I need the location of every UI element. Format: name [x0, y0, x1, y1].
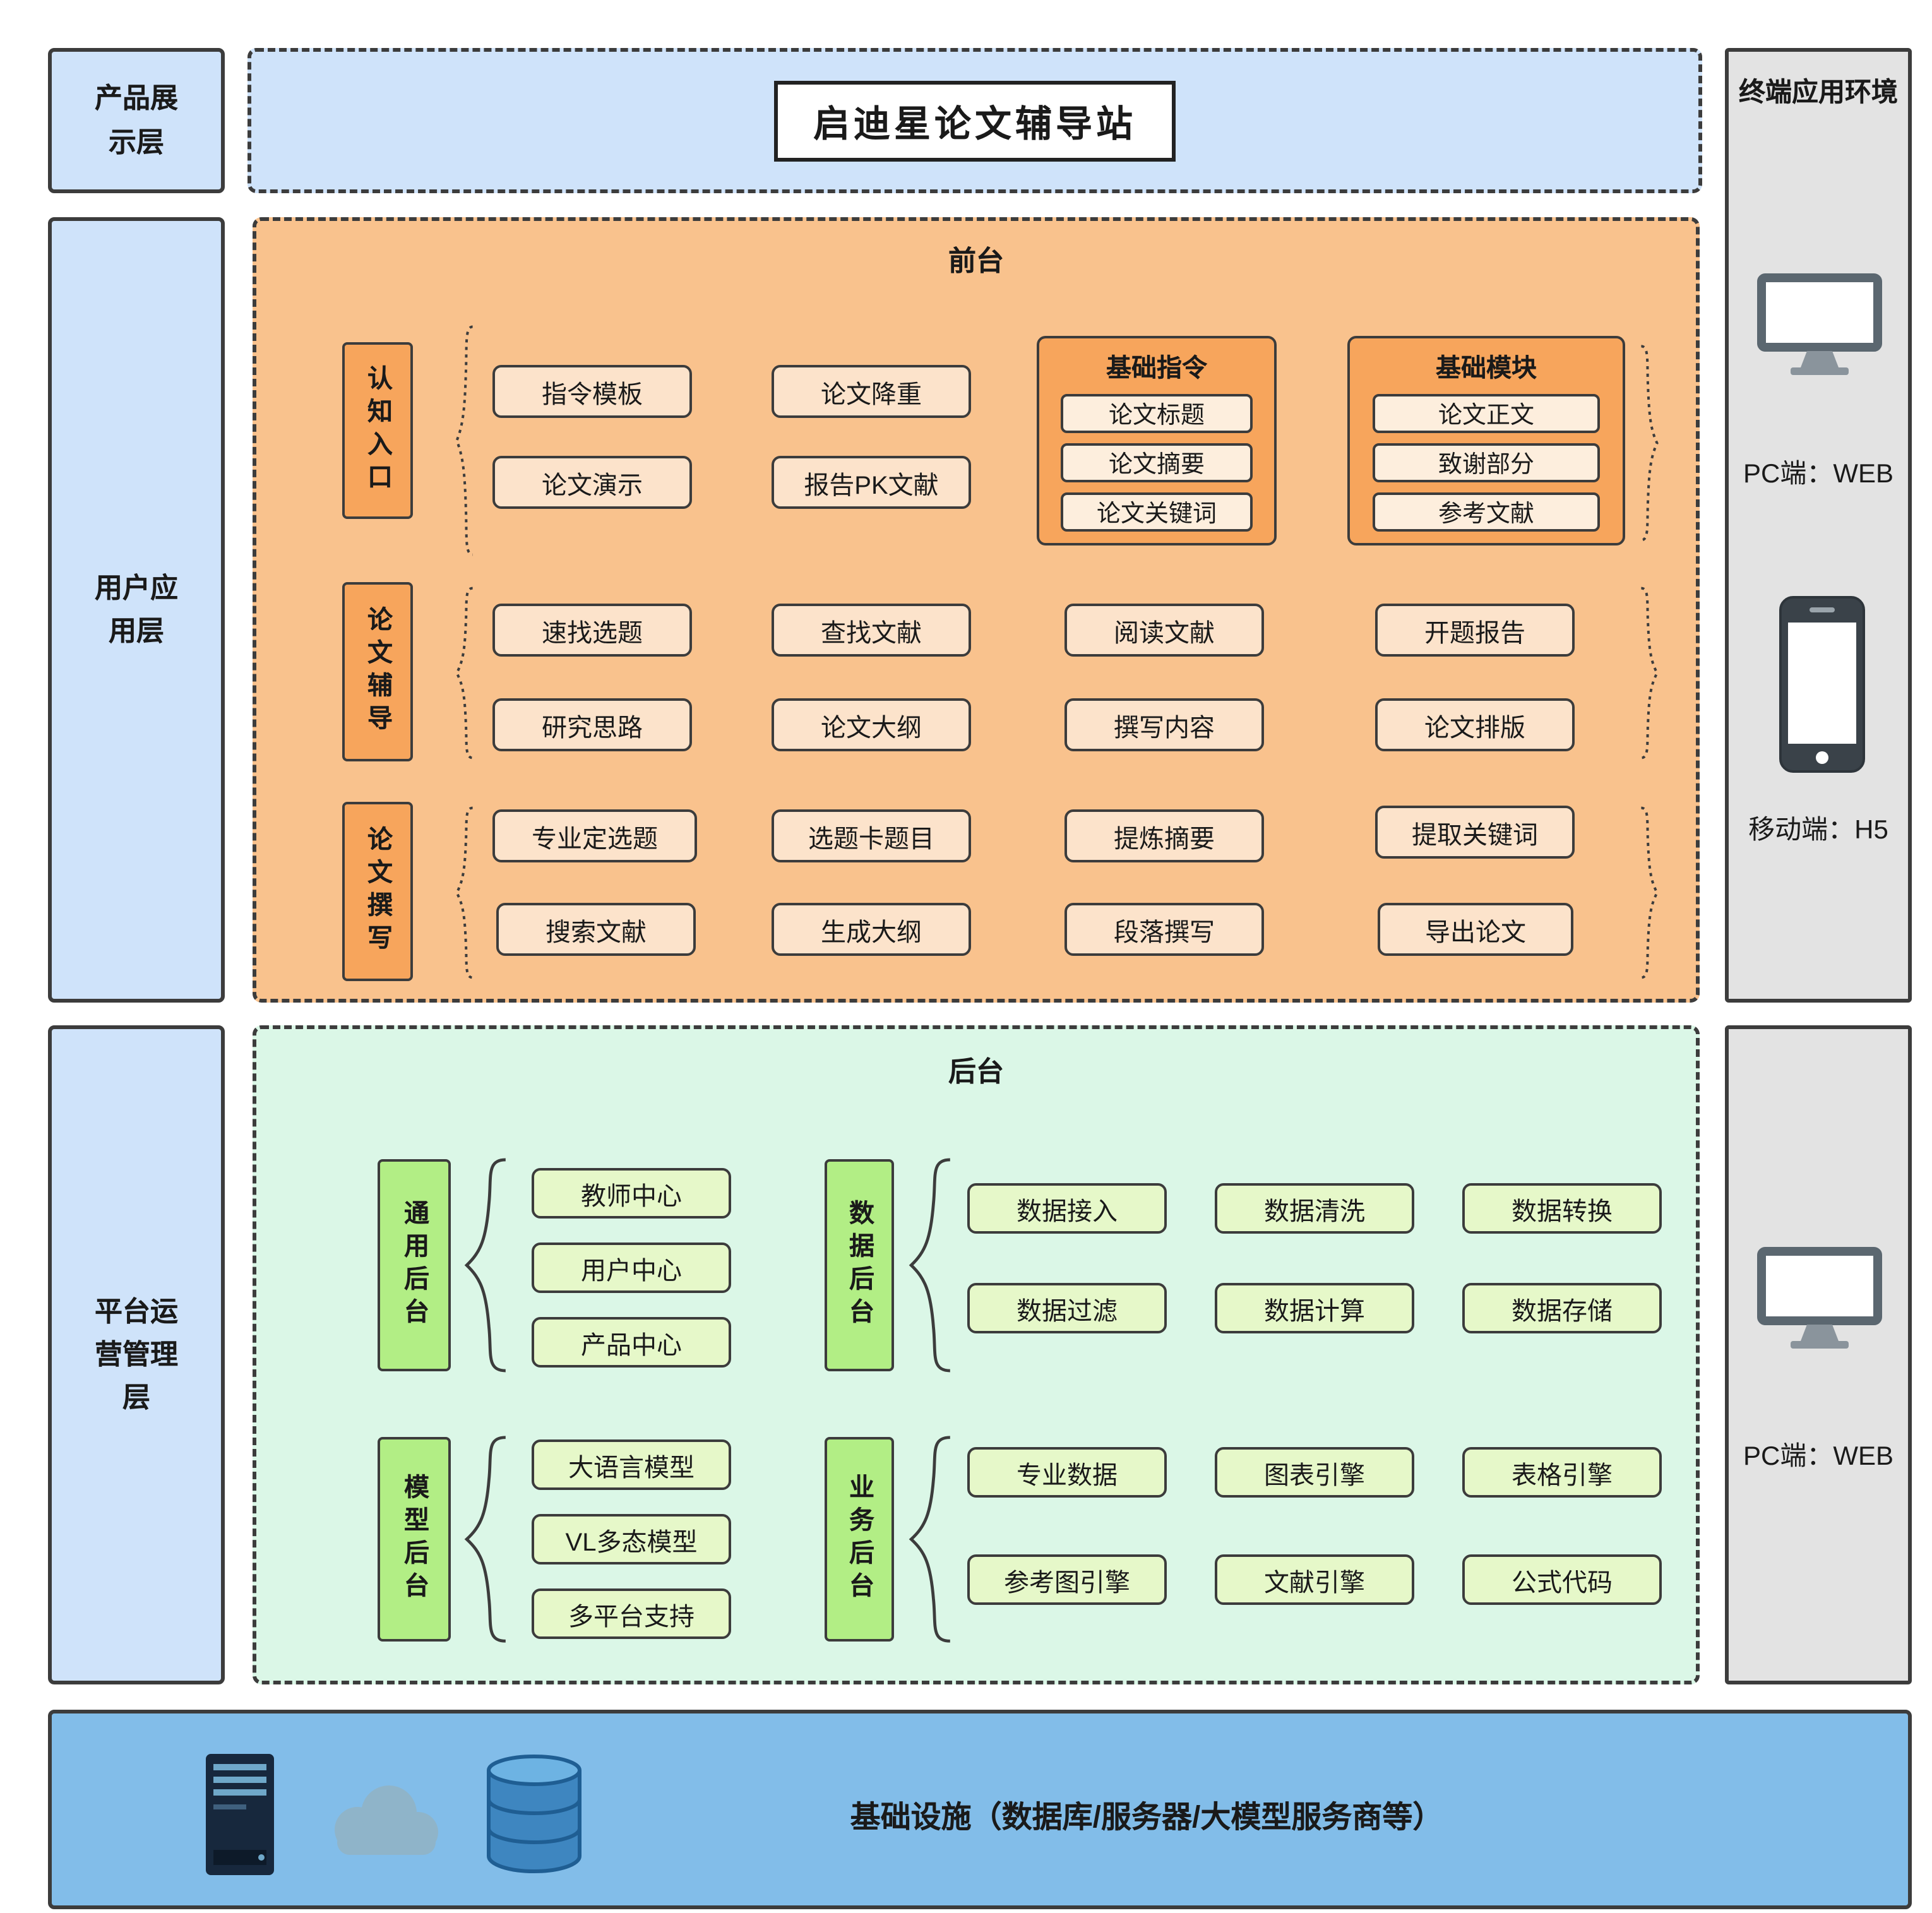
right-brace — [1638, 342, 1661, 544]
front-item: 论文演示 — [492, 456, 692, 509]
front-item: 指令模板 — [492, 365, 692, 418]
brace — [458, 1433, 514, 1645]
front-item: 专业定选题 — [492, 809, 697, 862]
terminal-environment-panel: 终端应用环境 PC端：WEB 移动端：H5 — [1725, 48, 1912, 1003]
back-item: 数据过滤 — [967, 1283, 1167, 1333]
front-item: 生成大纲 — [772, 903, 971, 956]
subgroup-item: 论文标题 — [1061, 394, 1253, 433]
back-item: 用户中心 — [532, 1243, 731, 1293]
subgroup-item: 论文摘要 — [1061, 443, 1253, 482]
group-business-backend: 业务后台 — [825, 1437, 894, 1642]
front-item: 速找选题 — [492, 604, 692, 657]
right-brace — [1638, 804, 1661, 981]
front-item: 提取关键词 — [1375, 806, 1575, 859]
front-item: 导出论文 — [1378, 903, 1573, 956]
infrastructure-label: 基础设施（数据库/服务器/大模型服务商等） — [850, 1801, 1443, 1835]
group-label: 论文辅导 — [363, 606, 391, 737]
back-section-label: 后台 — [948, 1056, 1004, 1087]
subgroup-item: 论文关键词 — [1061, 492, 1253, 532]
layer-platform-operations: 平台运营管理层 — [48, 1025, 225, 1684]
back-section: 后台 通用后台 教师中心 用户中心 产品中心 数据后台 数据接入 数据清洗 数据… — [253, 1025, 1700, 1684]
monitor-icon — [1757, 1247, 1882, 1349]
back-item: 数据转换 — [1462, 1183, 1662, 1234]
group-label: 通用后台 — [400, 1200, 427, 1331]
group-paper-tutoring: 论文辅导 — [342, 582, 413, 761]
back-item: 专业数据 — [967, 1447, 1167, 1498]
front-item: 段落撰写 — [1064, 903, 1264, 956]
group-label: 认知入口 — [363, 365, 391, 496]
group-cognition-entry: 认知入口 — [342, 342, 413, 519]
group-label: 论文撰写 — [363, 826, 391, 957]
group-label: 数据后台 — [845, 1200, 873, 1331]
layer-user-application: 用户应用层 — [48, 217, 225, 1003]
back-item: 多平台支持 — [532, 1588, 731, 1639]
back-item: 文献引擎 — [1215, 1554, 1414, 1605]
monitor-icon — [1757, 273, 1882, 375]
left-brace — [453, 804, 476, 981]
front-item: 研究思路 — [492, 698, 692, 751]
group-label: 模型后台 — [400, 1474, 427, 1605]
page-title: 启迪星论文辅导站 — [773, 80, 1176, 161]
subgroup-item: 参考文献 — [1373, 492, 1600, 532]
layer-label: 产品展示层 — [94, 82, 178, 157]
back-item: 大语言模型 — [532, 1439, 731, 1490]
back-item: 教师中心 — [532, 1168, 731, 1219]
back-item: 数据存储 — [1462, 1283, 1662, 1333]
cloud-icon — [335, 1785, 438, 1855]
infrastructure-bar: 基础设施（数据库/服务器/大模型服务商等） — [48, 1710, 1912, 1909]
group-paper-writing: 论文撰写 — [342, 802, 413, 981]
back-item: 参考图引擎 — [967, 1554, 1167, 1605]
front-item: 搜索文献 — [496, 903, 696, 956]
group-label: 业务后台 — [845, 1474, 873, 1605]
terminal-entry-label: 移动端：H5 — [1748, 816, 1888, 845]
layer-product-display: 产品展示层 — [48, 48, 225, 193]
front-item: 论文排版 — [1375, 698, 1575, 751]
back-item: 数据计算 — [1215, 1283, 1414, 1333]
front-item: 查找文献 — [772, 604, 971, 657]
group-model-backend: 模型后台 — [378, 1437, 451, 1642]
group-data-backend: 数据后台 — [825, 1159, 894, 1371]
front-item: 报告PK文献 — [772, 456, 971, 509]
terminal-environment-panel-lower: PC端：WEB — [1725, 1025, 1912, 1684]
back-item: 数据清洗 — [1215, 1183, 1414, 1234]
front-item: 选题卡题目 — [772, 809, 971, 862]
back-item: 表格引擎 — [1462, 1447, 1662, 1498]
layer-label: 用户应用层 — [94, 571, 178, 647]
front-section: 前台 认知入口 指令模板 论文演示 论文降重 报告PK文献 基础指令 论文标题 … — [253, 217, 1700, 1003]
front-item: 撰写内容 — [1064, 698, 1264, 751]
server-icon — [206, 1754, 274, 1875]
title-banner: 启迪星论文辅导站 — [247, 48, 1702, 193]
terminal-entry-label: PC端：WEB — [1743, 460, 1893, 489]
back-item: 数据接入 — [967, 1183, 1167, 1234]
right-brace — [1638, 585, 1661, 761]
terminal-entry-label: PC端：WEB — [1743, 1442, 1893, 1471]
back-item: 公式代码 — [1462, 1554, 1662, 1605]
back-item: VL多态模型 — [532, 1514, 731, 1564]
brace — [903, 1155, 958, 1375]
front-section-label: 前台 — [948, 245, 1004, 277]
front-item: 论文大纲 — [772, 698, 971, 751]
left-brace — [453, 585, 476, 761]
brace — [903, 1433, 958, 1645]
subgroup-title: 基础指令 — [1106, 355, 1207, 383]
database-icon — [487, 1755, 581, 1873]
subgroup-basic-commands: 基础指令 论文标题 论文摘要 论文关键词 — [1037, 336, 1277, 545]
subgroup-title: 基础模块 — [1436, 355, 1537, 383]
phone-icon — [1779, 596, 1865, 773]
front-item: 开题报告 — [1375, 604, 1575, 657]
subgroup-item: 致谢部分 — [1373, 443, 1600, 482]
terminal-panel-title: 终端应用环境 — [1739, 78, 1898, 107]
front-item: 阅读文献 — [1064, 604, 1264, 657]
group-general-backend: 通用后台 — [378, 1159, 451, 1371]
front-item: 提炼摘要 — [1064, 809, 1264, 862]
back-item: 图表引擎 — [1215, 1447, 1414, 1498]
layer-label: 平台运营管理层 — [94, 1295, 178, 1414]
subgroup-item: 论文正文 — [1373, 394, 1600, 433]
brace — [458, 1155, 514, 1375]
back-item: 产品中心 — [532, 1317, 731, 1368]
subgroup-basic-modules: 基础模块 论文正文 致谢部分 参考文献 — [1347, 336, 1625, 545]
left-brace — [453, 322, 476, 559]
front-item: 论文降重 — [772, 365, 971, 418]
